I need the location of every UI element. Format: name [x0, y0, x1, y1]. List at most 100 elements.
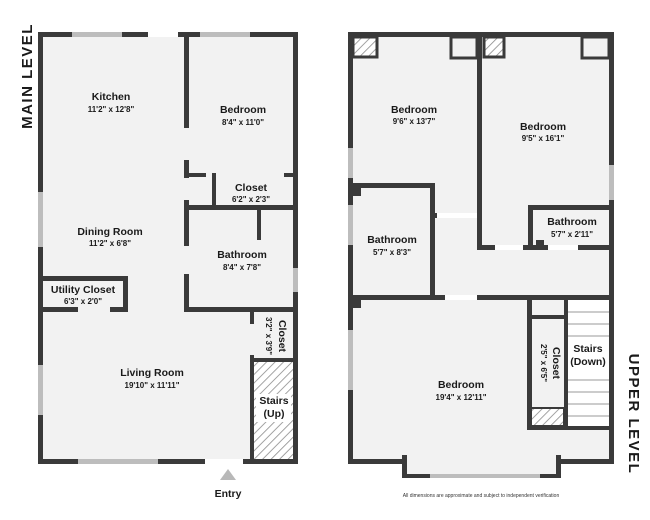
window	[38, 365, 43, 415]
upper-bedroom-right-name: Bedroom	[520, 121, 566, 133]
closet-dims: 6'2" x 2'3"	[232, 195, 270, 204]
doorway	[495, 245, 523, 250]
wall	[402, 455, 407, 477]
wall	[257, 208, 261, 240]
wall	[110, 307, 128, 312]
wall	[250, 312, 254, 324]
wall	[38, 276, 128, 281]
window	[293, 268, 298, 292]
upper-bathroom-left-dims: 5'7" x 8'3"	[373, 248, 411, 257]
wall	[38, 32, 43, 464]
main-level-plan	[38, 32, 298, 480]
wall	[123, 276, 128, 312]
wall	[527, 426, 614, 430]
window	[348, 148, 353, 178]
doorway	[548, 245, 578, 250]
stairs-up-direction: (Up)	[264, 408, 285, 420]
doorway	[437, 213, 477, 218]
utility-closet-name: Utility Closet	[51, 284, 116, 296]
window	[348, 205, 353, 245]
wall	[348, 295, 610, 300]
stairs-label-bg	[570, 340, 608, 372]
wall	[184, 208, 189, 246]
window	[430, 474, 540, 478]
window	[78, 459, 158, 464]
wall	[527, 315, 567, 319]
chimney-left	[351, 35, 379, 59]
kitchen-name: Kitchen	[92, 91, 131, 103]
entry-arrow-icon	[220, 469, 236, 480]
bedroom-name: Bedroom	[220, 104, 266, 116]
wall	[348, 183, 433, 188]
utility-closet-dims: 6'3" x 2'0"	[64, 297, 102, 306]
fixture	[536, 240, 544, 248]
living-room-dims: 19'10" x 11'11"	[125, 381, 180, 390]
wall	[528, 205, 533, 249]
wall	[184, 200, 189, 208]
small-closet	[449, 35, 479, 60]
wall	[184, 205, 298, 210]
window	[609, 165, 614, 200]
front-door	[205, 459, 243, 464]
wall	[212, 173, 216, 207]
doorway	[445, 295, 477, 300]
stairs-label-bg	[256, 394, 291, 422]
upper-bedroom-right-dims: 9'5" x 16'1"	[522, 134, 565, 143]
wall	[284, 173, 298, 177]
window	[72, 32, 122, 37]
wall	[250, 355, 254, 459]
upper-bathroom-left-name: Bathroom	[367, 234, 417, 246]
wall	[184, 32, 189, 128]
entry-closet-dims: 3'2" x 3'9"	[264, 317, 273, 355]
dining-room-dims: 11'2" x 6'8"	[89, 239, 131, 248]
living-room-name: Living Room	[120, 367, 184, 379]
wall	[293, 32, 298, 464]
entry-closet-name: Closet	[276, 320, 288, 353]
wall	[184, 173, 206, 177]
wall	[250, 358, 298, 362]
wall	[556, 455, 561, 477]
upper-level-plan	[348, 32, 614, 478]
upper-bedroom-bottom-dims: 19'4" x 12'11"	[436, 393, 487, 402]
upper-level-title: UPPER LEVEL	[625, 354, 642, 475]
closet-name: Closet	[235, 182, 268, 194]
wall	[184, 307, 298, 312]
upper-closet-dims: 2'5" x 6'5"	[539, 344, 548, 382]
closet-hatch	[530, 407, 565, 427]
wall	[184, 274, 189, 312]
bathroom-dims: 8'4" x 7'8"	[223, 263, 261, 272]
small-closet	[580, 35, 611, 60]
wall	[348, 32, 353, 464]
dining-room-name: Dining Room	[77, 226, 142, 238]
upper-bedroom-bottom-name: Bedroom	[438, 379, 484, 391]
stairs-up-label: Stairs	[259, 395, 288, 407]
upper-bedroom-left-name: Bedroom	[391, 104, 437, 116]
kitchen-dims: 11'2" x 12'8"	[88, 105, 135, 114]
wall	[353, 188, 361, 196]
wall	[477, 32, 482, 249]
stairs-down-direction: (Down)	[570, 356, 606, 368]
wall	[609, 32, 614, 464]
bay-floor	[407, 459, 556, 474]
upper-bathroom-right-name: Bathroom	[547, 216, 597, 228]
wall	[430, 183, 435, 298]
upper-bathroom-right-dims: 5'7" x 2'11"	[551, 230, 593, 239]
disclaimer: All dimensions are approximate and subje…	[403, 493, 560, 499]
bedroom-dims: 8'4" x 11'0"	[222, 118, 264, 127]
main-level-title: MAIN LEVEL	[19, 23, 36, 129]
upper-closet-name: Closet	[550, 347, 562, 380]
entry-label: Entry	[215, 488, 242, 500]
window	[200, 32, 250, 37]
stairs-down-label: Stairs	[573, 343, 602, 355]
chimney-right	[482, 35, 506, 59]
window	[348, 330, 353, 390]
wall	[184, 160, 189, 178]
wall	[527, 295, 532, 430]
wall	[528, 205, 614, 210]
bathroom-name: Bathroom	[217, 249, 267, 261]
window	[38, 192, 43, 247]
fixture	[353, 300, 361, 308]
window	[148, 32, 178, 37]
wall	[38, 459, 298, 464]
